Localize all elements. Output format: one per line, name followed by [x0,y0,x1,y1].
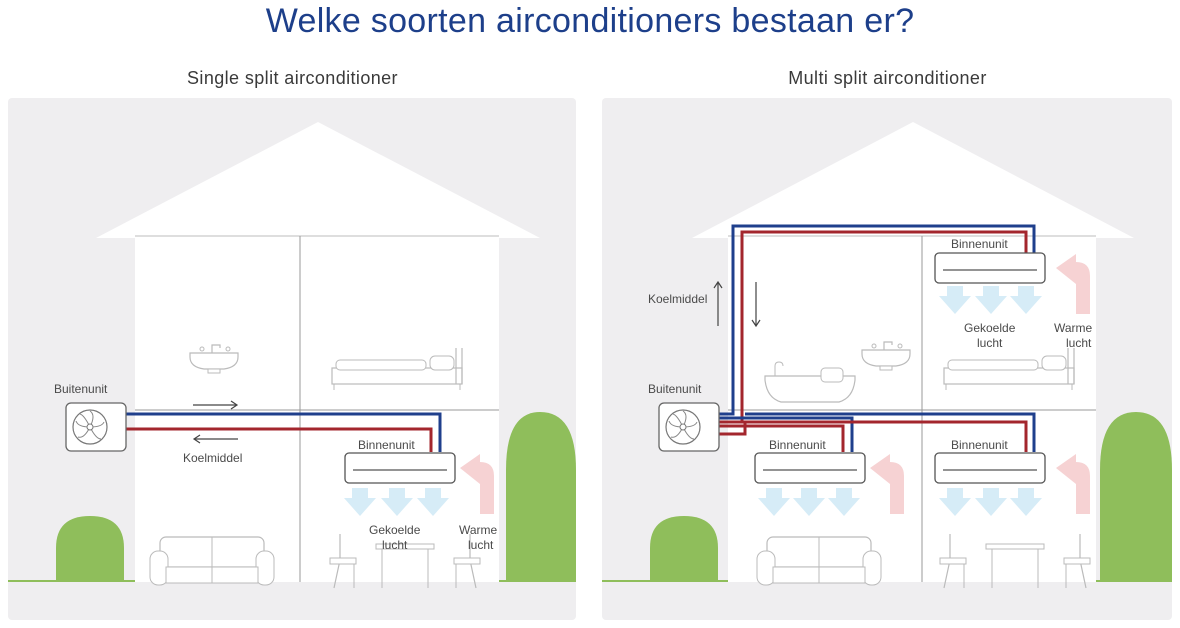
outdoor-unit-label: Buitenunit [54,382,108,396]
cooled-air-label: lucht [382,538,408,552]
arrow-icon [713,280,761,328]
pipe-red [718,420,1028,452]
pipe-red [125,427,433,452]
indoor-unit-label: Binnenunit [769,438,826,452]
bush [56,516,124,581]
pipe-blue [125,412,442,452]
sofa-icon [149,536,275,586]
fan-icon [65,402,127,452]
cooled-air-label: Gekoelde [964,321,1016,335]
single-split-panel: Buitenunit Koelmiddel Binnenunit Gekoeld… [8,98,576,620]
cooled-air-label: Gekoelde [369,523,421,537]
indoor-unit [934,452,1046,484]
panel-title-single: Single split airconditioner [187,68,398,88]
indoor-unit [754,452,866,484]
pipe-red [718,230,1028,424]
warm-air-label: lucht [468,538,494,552]
pipe-blue [718,224,1036,416]
pipe-red [718,424,845,452]
sofa-icon [756,536,882,586]
warm-air-label: Warme [459,523,498,537]
page-title: Welke soorten airconditioners bestaan er… [265,2,915,40]
indoor-unit [934,252,1046,284]
house [692,122,1134,582]
indoor-unit [344,452,456,484]
house [96,122,540,582]
tree [1100,412,1172,581]
indoor-unit-label: Binnenunit [358,438,415,452]
arrow-icon [192,400,239,444]
bush [650,516,718,581]
outdoor-unit-label: Buitenunit [648,382,702,396]
warm-air-label: lucht [1066,336,1092,350]
panel-title-multi: Multi split airconditioner [788,68,987,88]
refrigerant-label: Koelmiddel [183,451,242,465]
refrigerant-label: Koelmiddel [648,292,707,306]
cooled-air-label: lucht [977,336,1003,350]
fan-icon [658,402,720,452]
indoor-unit-label: Binnenunit [951,237,1008,251]
tree [506,412,576,581]
warm-air-label: Warme [1054,321,1093,335]
multi-split-panel: Koelmiddel Buitenunit Binnenunit Gekoeld… [602,98,1172,620]
indoor-unit-label: Binnenunit [951,438,1008,452]
